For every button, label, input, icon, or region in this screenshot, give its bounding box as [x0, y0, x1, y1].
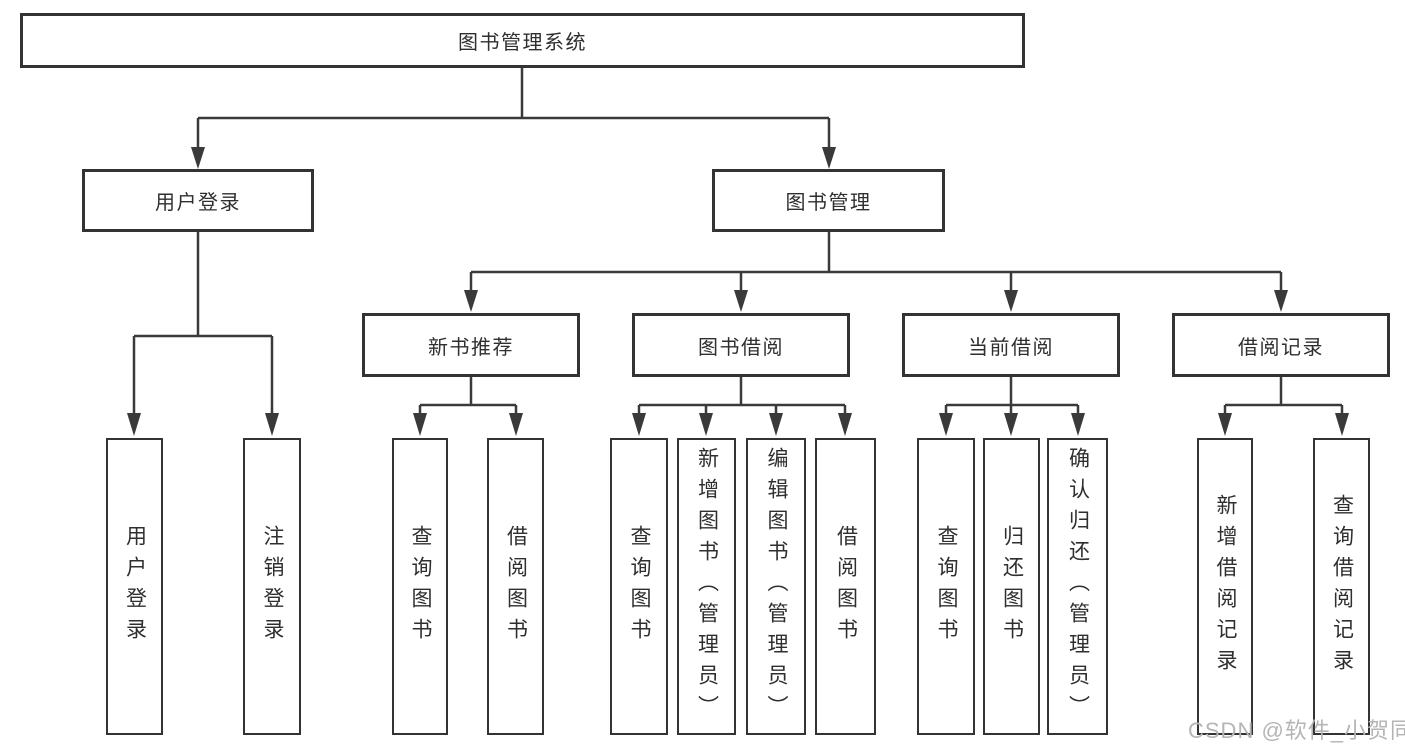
node-borrowing-records: 借阅记录 — [1172, 313, 1390, 377]
connector-new-book-recommendation-children — [413, 377, 523, 436]
leaf-bb-query-books: 查询图书 — [610, 438, 668, 735]
arrowhead-down — [1335, 413, 1349, 436]
node-book-borrowing: 图书借阅 — [632, 313, 850, 377]
arrowhead-down — [838, 413, 852, 436]
leaf-bb-borrow-books: 借阅图书 — [815, 438, 876, 735]
arrowhead-down — [1274, 290, 1288, 312]
leaf-cb-confirm-return-admin: 确认归还（管理员） — [1047, 438, 1108, 735]
arrowhead-down — [127, 413, 141, 436]
arrowhead-down — [191, 147, 205, 169]
leaf-br-add-borrow-record: 新增借阅记录 — [1197, 438, 1253, 735]
csdn-watermark: CSDN @软件_小贺同学 — [1188, 718, 1405, 743]
arrowhead-down — [509, 413, 523, 436]
arrowhead-down — [734, 290, 748, 312]
leaf-label: 查询图书 — [628, 524, 651, 649]
leaf-label: 确认归还（管理员） — [1066, 447, 1090, 726]
leaf-cb-return-books: 归还图书 — [983, 438, 1040, 735]
connector-line — [469, 232, 1283, 292]
leaf-cb-query-books: 查询图书 — [917, 438, 975, 735]
arrowhead-down — [413, 413, 427, 436]
node-book-management: 图书管理 — [712, 169, 945, 232]
leaf-label: 新增借阅记录 — [1214, 493, 1237, 680]
leaf-label: 用户登录 — [123, 524, 147, 649]
leaf-nbr-borrow-books: 借阅图书 — [487, 438, 544, 735]
node-label: 当前借阅 — [968, 336, 1054, 359]
arrowhead-down — [632, 413, 646, 436]
connector-book-management-children — [464, 232, 1288, 312]
node-label: 图书借阅 — [698, 336, 784, 359]
node-label: 新书推荐 — [428, 336, 514, 359]
arrowhead-down — [1004, 290, 1018, 312]
arrowhead-down — [464, 290, 478, 312]
arrowhead-down — [769, 413, 783, 436]
leaf-br-query-borrow-record: 查询借阅记录 — [1313, 438, 1370, 735]
leaf-label: 归还图书 — [1000, 524, 1024, 649]
connector-root-to-level2 — [191, 68, 836, 169]
arrowhead-down — [265, 413, 279, 436]
leaf-label: 查询图书 — [935, 524, 958, 649]
arrowhead-down — [939, 413, 953, 436]
leaf-label: 借阅图书 — [504, 524, 528, 649]
node-user-login: 用户登录 — [82, 169, 314, 232]
connector-user-login-children — [127, 232, 279, 436]
connector-line — [1223, 377, 1344, 416]
node-label: 借阅记录 — [1238, 336, 1324, 359]
arrowhead-down — [1071, 413, 1085, 436]
node-current-borrowing: 当前借阅 — [902, 313, 1120, 377]
node-new-book-recommendation: 新书推荐 — [362, 313, 580, 377]
connector-borrowing-records-children — [1218, 377, 1349, 436]
leaf-label: 借阅图书 — [834, 524, 858, 649]
leaf-bb-add-books-admin: 新增图书（管理员） — [677, 438, 736, 735]
arrowhead-down — [699, 413, 713, 436]
leaf-label: 新增图书（管理员） — [695, 447, 719, 726]
node-label: 图书管理系统 — [458, 32, 587, 54]
connector-line — [132, 232, 274, 416]
connector-line — [637, 377, 847, 416]
leaf-label: 编辑图书（管理员） — [765, 447, 788, 726]
leaf-label: 查询借阅记录 — [1330, 493, 1354, 680]
leaf-nbr-query-books: 查询图书 — [392, 438, 448, 735]
node-label: 用户登录 — [155, 192, 241, 214]
connector-current-borrowing-children — [939, 377, 1085, 436]
connector-line — [196, 68, 831, 150]
node-label: 图书管理 — [785, 192, 872, 214]
arrowhead-down — [1004, 413, 1018, 436]
leaf-bb-edit-books-admin: 编辑图书（管理员） — [746, 438, 806, 735]
leaf-logout: 注销登录 — [243, 438, 301, 735]
connector-book-borrowing-children — [632, 377, 852, 436]
connector-line — [418, 377, 518, 416]
node-library-management-system: 图书管理系统 — [20, 13, 1025, 68]
arrowhead-down — [1218, 413, 1232, 436]
leaf-label: 注销登录 — [261, 524, 284, 649]
connector-line — [944, 377, 1080, 416]
leaf-user-login: 用户登录 — [106, 438, 163, 735]
arrowhead-down — [822, 147, 836, 169]
leaf-label: 查询图书 — [409, 524, 432, 649]
